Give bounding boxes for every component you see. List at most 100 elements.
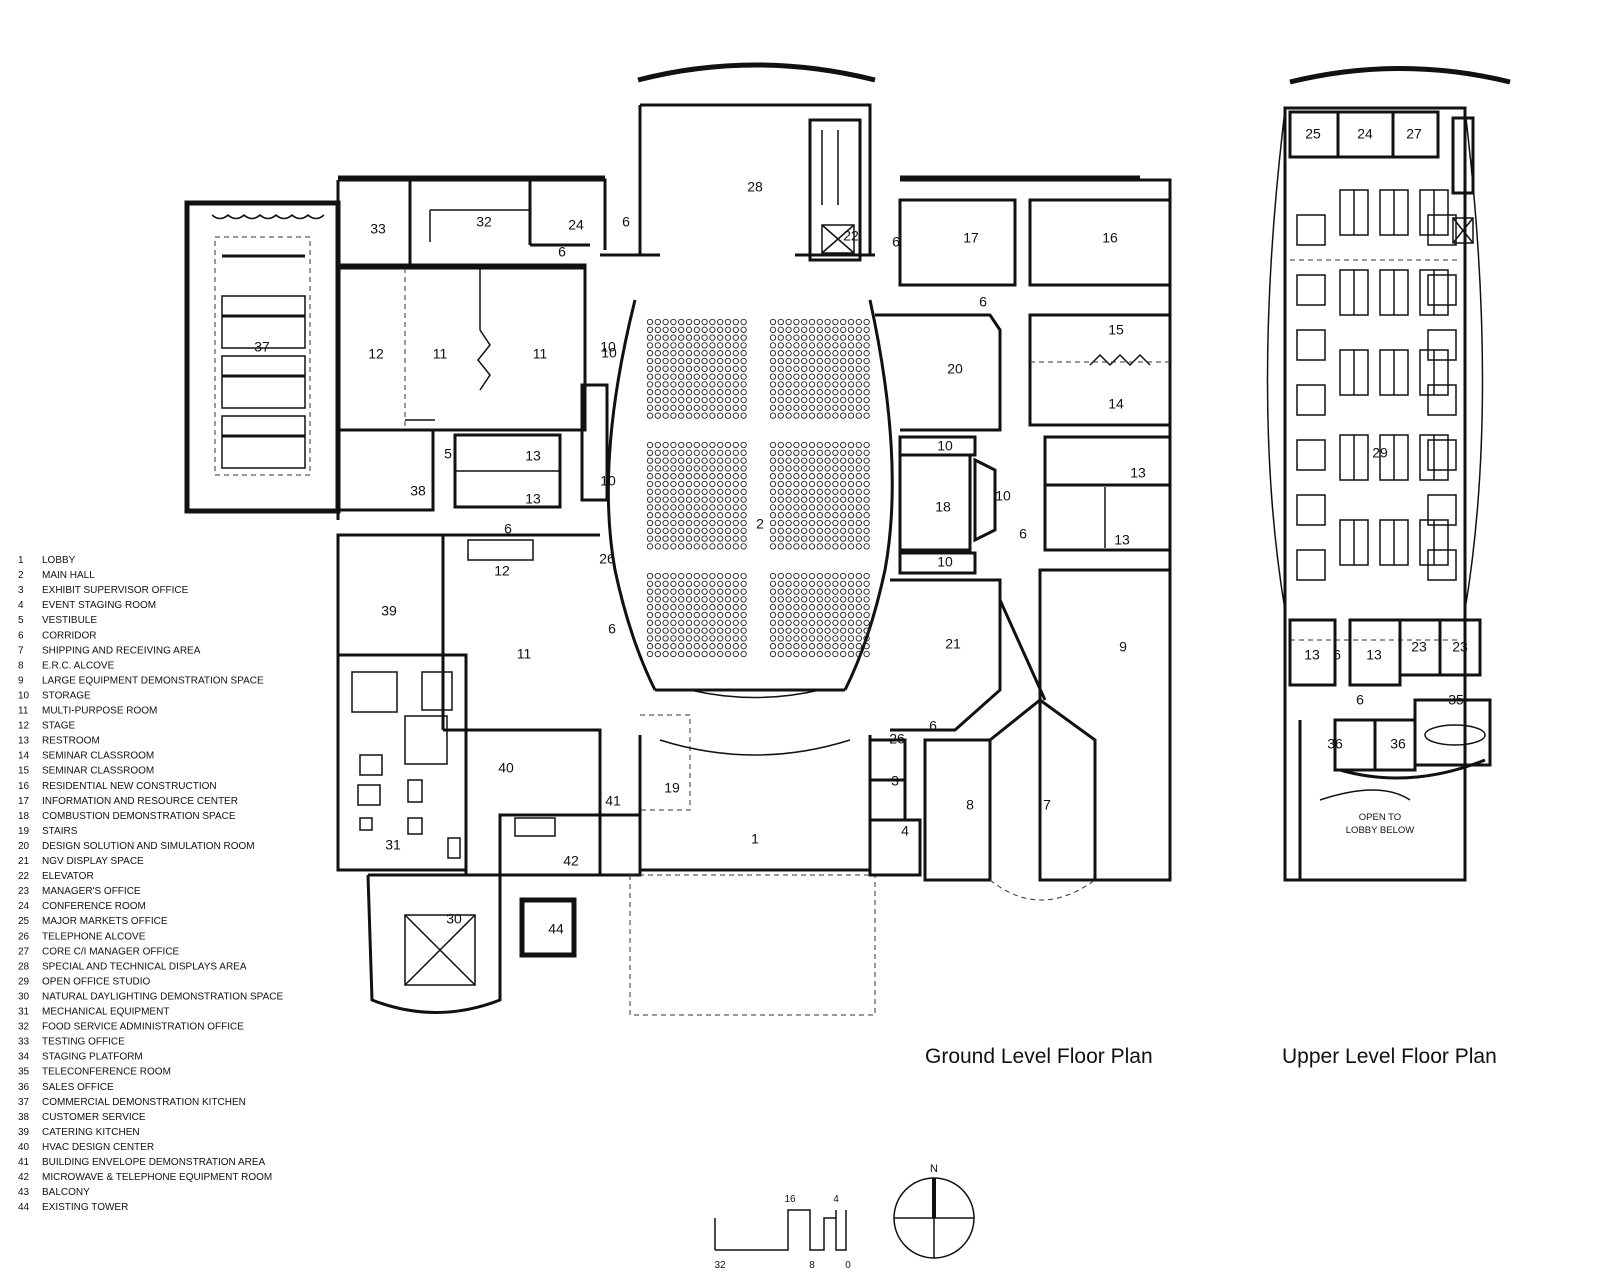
room-number-label: 19 <box>664 780 680 796</box>
scale-label-16: 16 <box>784 1194 796 1205</box>
seat-mark <box>855 373 862 380</box>
seat-mark <box>678 373 685 380</box>
seat-mark <box>646 350 654 357</box>
seat-mark <box>824 588 831 595</box>
seat-mark <box>701 334 708 341</box>
seat-mark <box>709 342 716 349</box>
seat-mark <box>717 488 724 495</box>
legend-number: 4 <box>18 600 24 611</box>
seat-mark <box>724 588 732 595</box>
seat-mark <box>769 412 777 419</box>
legend-label: INFORMATION AND RESOURCE CENTER <box>42 796 238 807</box>
seat-mark <box>777 604 784 611</box>
seat-mark <box>855 357 862 365</box>
legend-number: 27 <box>18 946 30 957</box>
seat-mark <box>785 365 792 372</box>
seat-mark <box>732 512 739 519</box>
seat-mark <box>840 412 847 419</box>
seat-mark <box>863 412 870 419</box>
seat-mark <box>855 512 862 519</box>
seat-mark <box>785 619 792 626</box>
room-number-label: 18 <box>935 499 951 515</box>
seat-mark <box>769 334 777 341</box>
seat-mark <box>693 535 700 542</box>
seat-mark <box>793 357 800 365</box>
seat-mark <box>801 635 808 642</box>
seat-mark <box>793 588 800 595</box>
room-number-label: 24 <box>1357 126 1373 142</box>
seat-mark <box>840 604 847 611</box>
seat-mark <box>717 619 724 626</box>
seat-mark <box>832 627 839 634</box>
seat-mark <box>769 480 777 488</box>
seat-mark <box>840 496 847 503</box>
seat-mark <box>685 611 693 619</box>
scale-label-32: 32 <box>714 1260 726 1271</box>
legend-number: 37 <box>18 1097 30 1108</box>
seat-mark <box>732 643 739 650</box>
seat-mark <box>769 496 777 503</box>
seat-mark <box>793 635 800 642</box>
seat-mark <box>670 611 677 619</box>
seat-mark <box>654 381 661 388</box>
legend-label: TELECONFERENCE ROOM <box>42 1067 171 1078</box>
seat-mark <box>816 488 823 495</box>
open-office-workstations <box>1296 189 1457 581</box>
room-number-label: 37 <box>254 339 270 355</box>
seat-mark <box>863 350 870 357</box>
legend-number: 44 <box>18 1202 30 1213</box>
seat-mark <box>678 381 685 388</box>
seat-mark <box>847 572 855 580</box>
seat-mark <box>662 611 669 619</box>
seat-mark <box>863 373 870 380</box>
seat-mark <box>654 480 661 488</box>
seat-mark <box>685 519 693 527</box>
seat-mark <box>855 619 862 626</box>
seat-mark <box>793 627 800 634</box>
seat-mark <box>670 496 677 503</box>
legend-label: COMMERCIAL DEMONSTRATION KITCHEN <box>42 1097 246 1108</box>
legend-number: 24 <box>18 901 30 912</box>
workstation-cubicle <box>1427 214 1457 246</box>
seat-mark <box>785 504 792 511</box>
seat-mark <box>646 365 654 372</box>
seat-mark <box>793 318 800 326</box>
legend-label: CUSTOMER SERVICE <box>42 1112 146 1123</box>
seat-mark <box>709 527 716 534</box>
seat-mark <box>777 535 784 542</box>
seat-mark <box>709 488 716 495</box>
seat-mark <box>740 473 747 480</box>
seat-mark <box>824 611 831 619</box>
seat-mark <box>724 572 732 580</box>
room-number-label: 16 <box>1102 230 1118 246</box>
seat-mark <box>816 318 823 326</box>
room-number-label: 10 <box>601 345 617 361</box>
seat-mark <box>863 465 870 472</box>
room-number-label: 26 <box>599 551 615 567</box>
seat-mark <box>662 643 669 650</box>
seat-mark <box>709 473 716 480</box>
room-number-label: 36 <box>1327 736 1343 752</box>
seat-mark <box>808 496 816 503</box>
seat-mark <box>685 441 693 449</box>
legend-number: 35 <box>18 1067 30 1078</box>
seat-mark <box>855 650 862 658</box>
seat-mark <box>685 357 693 365</box>
seat-mark <box>693 350 700 357</box>
seat-mark <box>685 580 693 587</box>
seat-mark <box>670 619 677 626</box>
seat-mark <box>732 650 739 658</box>
seat-mark <box>808 441 816 449</box>
seat-mark <box>847 350 855 357</box>
seat-mark <box>777 473 784 480</box>
seat-mark <box>832 504 839 511</box>
seat-mark <box>662 543 669 550</box>
seat-mark <box>840 488 847 495</box>
seat-mark <box>824 389 831 396</box>
workstation-cubicle <box>1296 214 1326 246</box>
seat-mark <box>808 357 816 365</box>
seat-mark <box>777 318 784 326</box>
seat-mark <box>717 580 724 587</box>
legend-label: TESTING OFFICE <box>42 1037 125 1048</box>
